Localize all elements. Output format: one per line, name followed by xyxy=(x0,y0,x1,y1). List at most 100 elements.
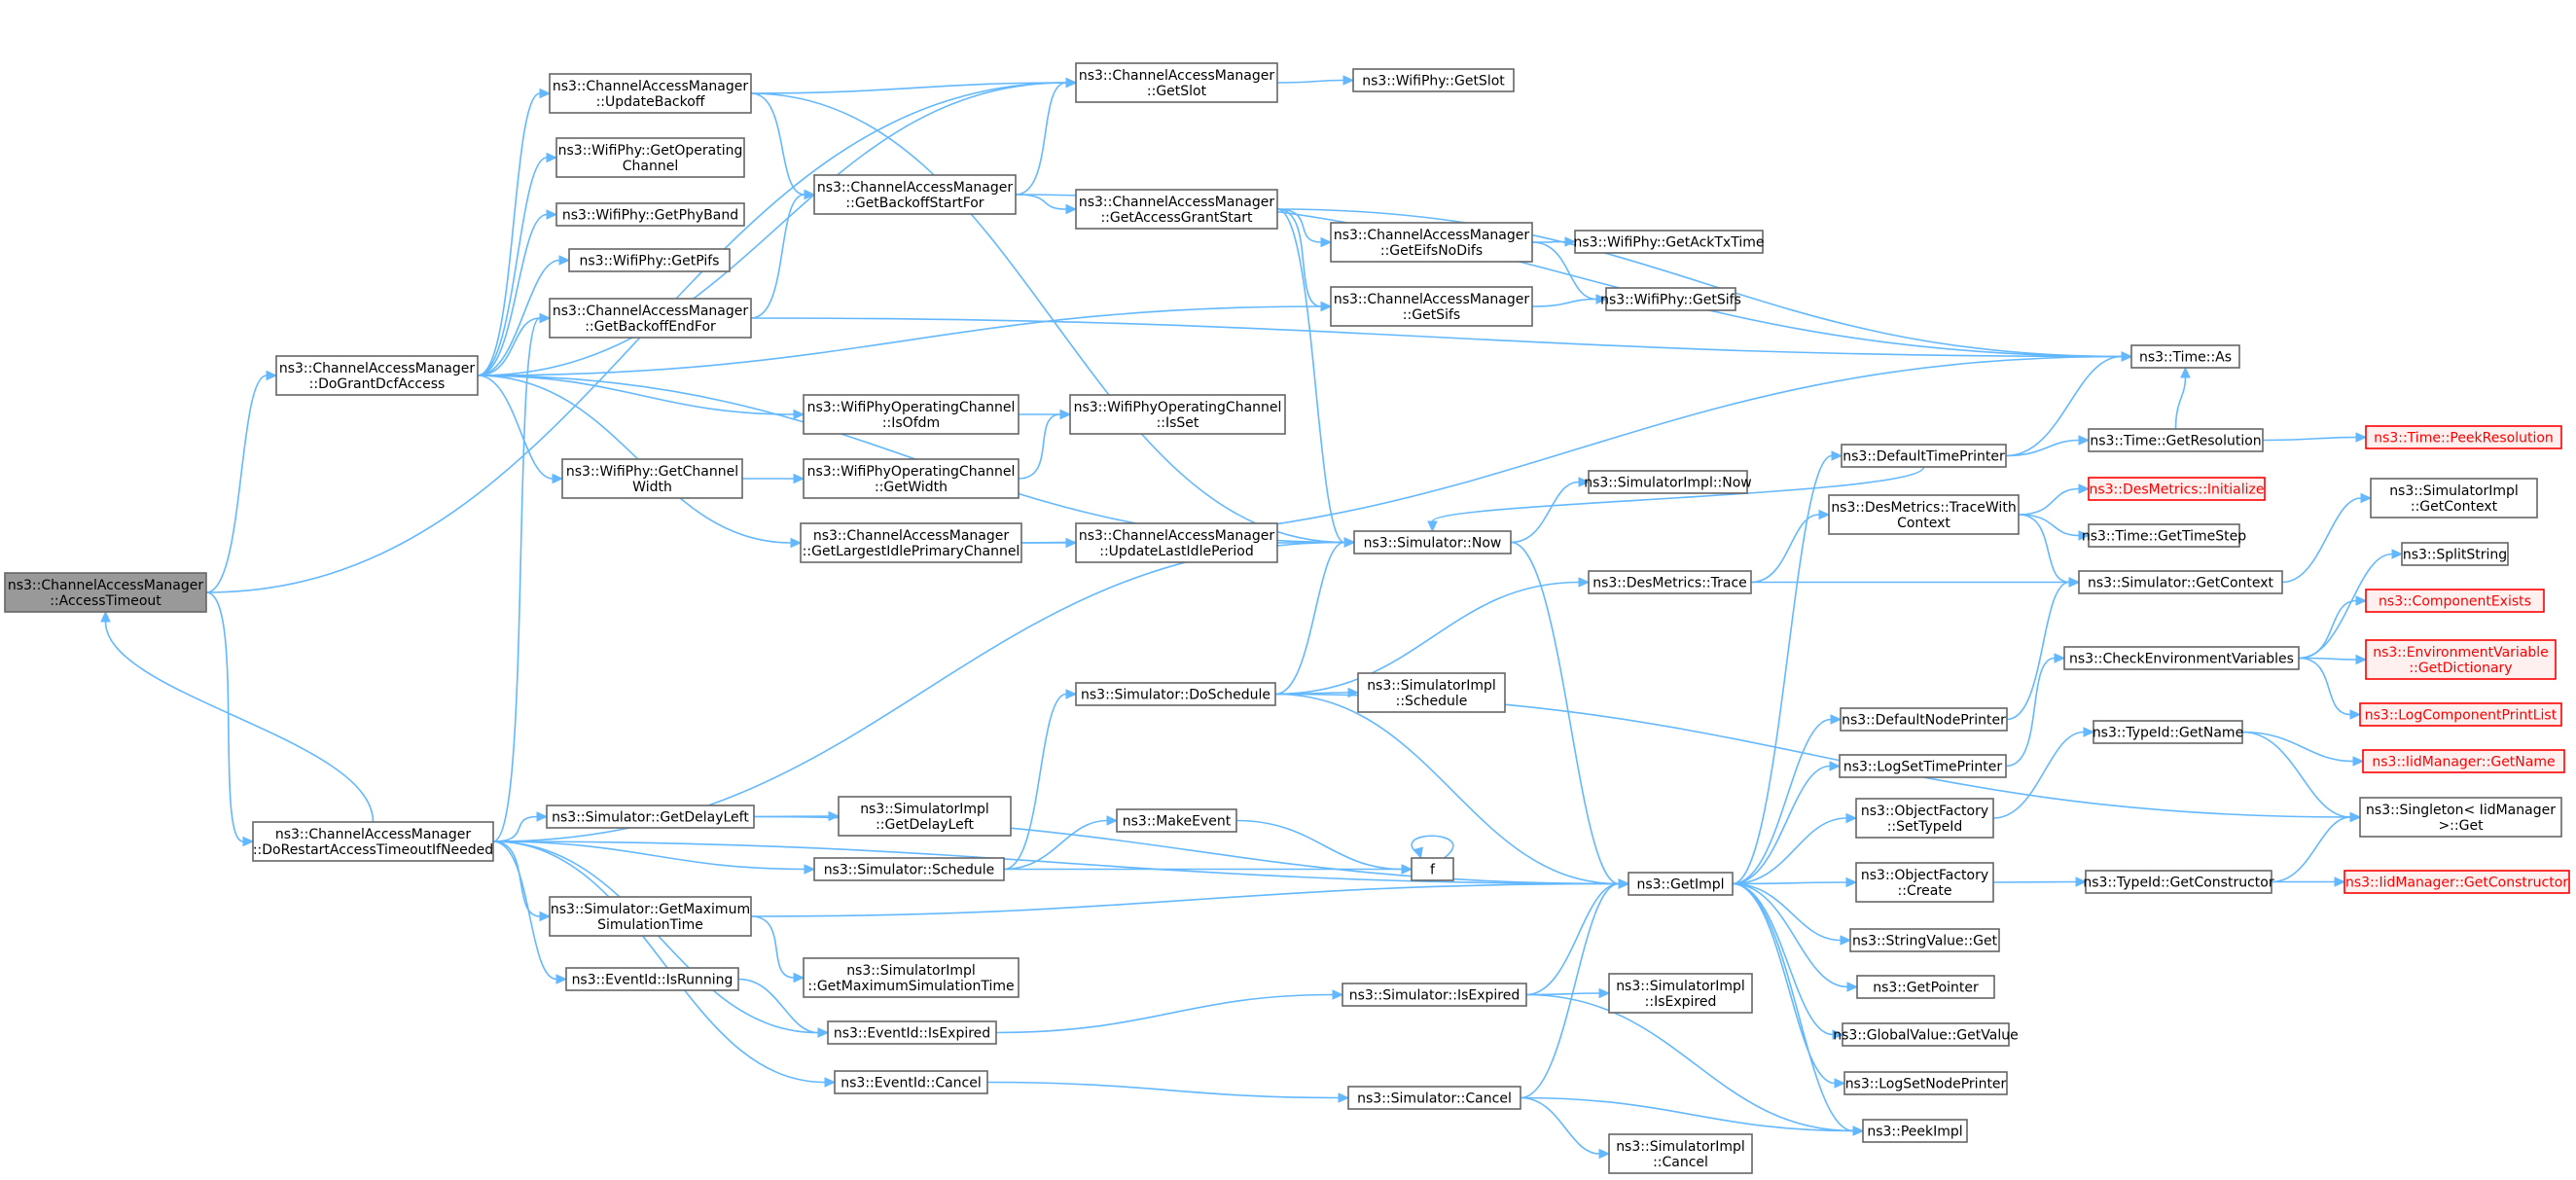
graph-node[interactable]: ns3::IidManager::GetName xyxy=(2362,749,2565,773)
node-label: ns3::ObjectFactory xyxy=(1861,804,1988,819)
graph-node[interactable]: ns3::IidManager::GetConstructor xyxy=(2343,870,2570,894)
graph-node[interactable]: ns3::LogComponentPrintList xyxy=(2359,702,2562,727)
graph-node[interactable]: ns3::Simulator::Cancel xyxy=(1347,1086,1521,1110)
graph-node[interactable]: ns3::ChannelAccessManager::GetSifs xyxy=(1330,286,1533,327)
graph-node[interactable]: ns3::ChannelAccessManager::AccessTimeout xyxy=(4,572,207,613)
graph-node[interactable]: ns3::ChannelAccessManager::UpdateLastIdl… xyxy=(1075,522,1278,563)
graph-node[interactable]: ns3::Simulator::GetMaximumSimulationTime xyxy=(549,896,752,937)
graph-node[interactable]: ns3::ChannelAccessManager::GetAccessGran… xyxy=(1075,189,1278,230)
graph-node[interactable]: ns3::DefaultTimePrinter xyxy=(1841,444,2007,468)
graph-node[interactable]: ns3::WifiPhy::GetPhyBand xyxy=(555,202,745,227)
graph-node[interactable]: ns3::CheckEnvironmentVariables xyxy=(2063,646,2300,670)
graph-node[interactable]: ns3::SimulatorImpl::Cancel xyxy=(1608,1133,1753,1174)
call-edge xyxy=(986,1081,1350,1103)
graph-node[interactable]: ns3::ChannelAccessManager::UpdateBackoff xyxy=(549,73,752,114)
graph-node[interactable]: ns3::TypeId::GetName xyxy=(2093,720,2243,744)
node-label: ::GetEifsNoDifs xyxy=(1380,243,1483,259)
graph-node[interactable]: ns3::EventId::Cancel xyxy=(834,1070,988,1094)
graph-node[interactable]: ns3::WifiPhy::GetAckTxTime xyxy=(1574,230,1765,254)
graph-node[interactable]: ns3::DesMetrics::Initialize xyxy=(2088,477,2266,501)
graph-node[interactable]: ns3::ChannelAccessManager::GetBackoffSta… xyxy=(813,174,1017,215)
graph-node[interactable]: ns3::MakeEvent xyxy=(1116,808,1237,833)
graph-node[interactable]: ns3::GetPointer xyxy=(1856,975,1995,999)
call-edge xyxy=(492,840,1630,889)
graph-node[interactable]: ns3::Simulator::GetDelayLeft xyxy=(546,805,755,829)
node-label: ns3::ChannelAccessManager xyxy=(1079,68,1275,84)
graph-node[interactable]: ns3::PeekImpl xyxy=(1862,1119,1968,1143)
edge-line xyxy=(205,591,244,842)
graph-node[interactable]: ns3::EnvironmentVariable::GetDictionary xyxy=(2365,639,2557,680)
graph-node[interactable]: f xyxy=(1411,857,1454,881)
graph-node[interactable]: ns3::Simulator::DoSchedule xyxy=(1075,682,1276,706)
graph-node[interactable]: ns3::SimulatorImpl::GetMaximumSimulation… xyxy=(803,957,1020,998)
graph-node[interactable]: ns3::Simulator::Schedule xyxy=(813,857,1005,881)
node-box xyxy=(1628,872,1734,896)
graph-node[interactable]: ns3::Time::As xyxy=(2130,344,2240,369)
graph-node[interactable]: ns3::EventId::IsExpired xyxy=(827,1020,997,1045)
graph-node[interactable]: ns3::LogSetTimePrinter xyxy=(1839,754,2007,778)
graph-node[interactable]: ns3::SimulatorImpl::IsExpired xyxy=(1608,973,1753,1014)
node-box xyxy=(549,896,752,937)
graph-node[interactable]: ns3::ComponentExists xyxy=(2365,589,2545,613)
arrow-head xyxy=(2078,483,2091,494)
edge-line xyxy=(1411,835,1454,859)
arrow-head xyxy=(555,974,568,984)
graph-node[interactable]: ns3::TypeId::GetConstructor xyxy=(2083,870,2274,894)
graph-node[interactable]: ns3::ObjectFactory::SetTypeId xyxy=(1855,798,1994,839)
graph-node[interactable]: ns3::WifiPhy::GetSlot xyxy=(1352,68,1515,92)
graph-node[interactable]: ns3::WifiPhyOperatingChannel::GetWidth xyxy=(803,458,1020,499)
graph-node[interactable]: ns3::SimulatorImpl::Now xyxy=(1584,470,1752,494)
arrow-head xyxy=(1595,294,1608,304)
graph-node[interactable]: ns3::SimulatorImpl::Schedule xyxy=(1357,672,1506,713)
node-label: ns3::GetPointer xyxy=(1873,981,1979,996)
graph-node[interactable]: ns3::Simulator::IsExpired xyxy=(1342,983,1527,1007)
graph-node[interactable]: ns3::ChannelAccessManager::GetBackoffEnd… xyxy=(549,298,752,339)
graph-node[interactable]: ns3::WifiPhyOperatingChannel::IsOfdm xyxy=(803,394,1020,435)
graph-node[interactable]: ns3::Simulator::Now xyxy=(1353,530,1512,554)
graph-node[interactable]: ns3::GetImpl xyxy=(1628,872,1734,896)
node-label: ns3::DefaultNodePrinter xyxy=(1842,713,2006,729)
graph-node[interactable]: ns3::DefaultNodePrinter xyxy=(1840,707,2008,732)
call-edge xyxy=(1274,577,1591,696)
graph-node[interactable]: ns3::Time::GetResolution xyxy=(2088,428,2264,452)
graph-node[interactable]: ns3::Singleton< IidManager>::Get xyxy=(2359,797,2562,838)
arrow-head xyxy=(2355,432,2368,443)
graph-node[interactable]: ns3::WifiPhyOperatingChannel::IsSet xyxy=(1069,394,1286,435)
node-box xyxy=(1588,470,1748,494)
call-edge xyxy=(1520,1096,1611,1160)
graph-node[interactable]: ns3::ChannelAccessManager::DoGrantDcfAcc… xyxy=(275,355,479,396)
graph-node[interactable]: ns3::SimulatorImpl::GetDelayLeft xyxy=(838,796,1012,837)
graph-node[interactable]: ns3::ChannelAccessManager::GetSlot xyxy=(1075,62,1278,103)
call-edge xyxy=(1732,714,1843,885)
graph-node[interactable]: ns3::SimulatorImpl::GetContext xyxy=(2370,478,2538,518)
node-box xyxy=(2359,702,2562,727)
node-label: ns3::EnvironmentVariable xyxy=(2373,645,2549,661)
arrow-head xyxy=(558,255,571,266)
edge-line xyxy=(2262,436,2357,442)
arrow-head xyxy=(1818,509,1831,520)
graph-node[interactable]: ns3::WifiPhy::GetSifs xyxy=(1600,287,1741,311)
graph-node[interactable]: ns3::Time::PeekResolution xyxy=(2365,425,2562,449)
graph-node[interactable]: ns3::Time::GetTimeStep xyxy=(2082,523,2246,548)
call-edge xyxy=(492,840,837,1088)
graph-node[interactable]: ns3::LogSetNodePrinter xyxy=(1843,1071,2008,1095)
graph-node[interactable]: ns3::DesMetrics::Trace xyxy=(1588,570,1752,594)
graph-node[interactable]: ns3::Simulator::GetContext xyxy=(2078,570,2283,594)
edge-line xyxy=(492,840,557,981)
graph-node[interactable]: ns3::ChannelAccessManager::GetEifsNoDifs xyxy=(1330,222,1533,263)
graph-node[interactable]: ns3::StringValue::Get xyxy=(1849,928,2000,952)
arrow-head xyxy=(1840,935,1852,946)
graph-node[interactable]: ns3::EventId::IsRunning xyxy=(565,967,739,991)
graph-node[interactable]: ns3::WifiPhy::GetPifs xyxy=(568,248,731,272)
graph-node[interactable]: ns3::ChannelAccessManager::DoRestartAcce… xyxy=(252,821,494,862)
graph-node[interactable]: ns3::SplitString xyxy=(2401,542,2509,566)
graph-node[interactable]: ns3::GlobalValue::GetValue xyxy=(1833,1022,2019,1047)
edge-line xyxy=(2298,599,2357,660)
arrow-head xyxy=(1320,236,1333,248)
graph-node[interactable]: ns3::ObjectFactory::Create xyxy=(1855,862,1994,903)
graph-node[interactable]: ns3::ChannelAccessManager::GetLargestIdl… xyxy=(800,522,1022,563)
arrow-head xyxy=(1832,1029,1844,1040)
